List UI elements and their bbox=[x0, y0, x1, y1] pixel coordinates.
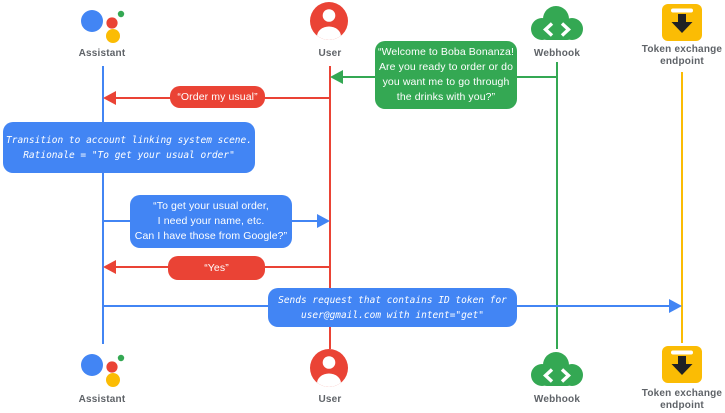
token-endpoint-lifeline bbox=[681, 72, 683, 343]
welcome-arrowhead bbox=[330, 70, 343, 84]
user-label: User bbox=[318, 48, 342, 59]
token-endpoint-label-line2: endpoint bbox=[660, 56, 704, 67]
message-line: Transition to account linking system sce… bbox=[6, 134, 252, 146]
order-arrowhead bbox=[103, 91, 116, 105]
assistant-icon bbox=[81, 354, 125, 387]
message-line: “To get your usual order, bbox=[153, 200, 269, 212]
transition-note-box: Transition to account linking system sce… bbox=[3, 122, 255, 173]
assistant-lifeline bbox=[102, 66, 104, 344]
message-line: the drinks with you?” bbox=[396, 91, 496, 103]
message-line: user@gmail.com with intent="get" bbox=[300, 309, 485, 321]
assistant-icon bbox=[81, 10, 125, 43]
message-line: “Yes” bbox=[204, 261, 229, 274]
message-line: “Welcome to Boba Bonanza! bbox=[378, 46, 514, 58]
welcome-message-box: “Welcome to Boba Bonanza! Are you ready … bbox=[375, 41, 517, 109]
message-line: you want me to go through bbox=[382, 76, 510, 88]
webhook-label: Webhook bbox=[533, 48, 581, 59]
order-my-usual-message-box: “Order my usual” bbox=[170, 86, 265, 108]
token-endpoint-icon bbox=[662, 346, 702, 383]
assistant-label: Assistant bbox=[78, 48, 126, 59]
message-line: Can I have those from Google?” bbox=[134, 230, 288, 242]
message-line: Rationale = "To get your usual order" bbox=[23, 149, 235, 161]
token-endpoint-label-line1: Token exchange bbox=[641, 388, 723, 399]
token-endpoint-icon bbox=[662, 4, 702, 41]
sends-request-message-box: Sends request that contains ID token for… bbox=[268, 288, 517, 327]
webhook-icon bbox=[531, 352, 583, 386]
message-line: “Order my usual” bbox=[177, 90, 258, 103]
message-line: Are you ready to order or do bbox=[378, 61, 514, 73]
user-icon bbox=[310, 349, 348, 387]
webhook-lifeline bbox=[556, 62, 558, 349]
yes-arrowhead bbox=[103, 260, 116, 274]
assistant-label: Assistant bbox=[78, 394, 126, 405]
sends-request-arrowhead bbox=[669, 299, 682, 313]
get-usual-order-message-box: “To get your usual order, I need your na… bbox=[130, 195, 292, 248]
token-endpoint-label-line1: Token exchange bbox=[641, 44, 723, 55]
get-order-arrowhead bbox=[317, 214, 330, 228]
user-lifeline bbox=[329, 66, 331, 349]
user-label: User bbox=[318, 394, 342, 405]
webhook-icon bbox=[531, 6, 583, 40]
webhook-label: Webhook bbox=[533, 394, 581, 405]
message-line: I need your name, etc. bbox=[157, 215, 265, 227]
message-line: Sends request that contains ID token for bbox=[278, 294, 507, 306]
token-endpoint-label-line2: endpoint bbox=[660, 400, 704, 411]
user-icon bbox=[310, 2, 348, 40]
yes-message-box: “Yes” bbox=[168, 256, 265, 280]
